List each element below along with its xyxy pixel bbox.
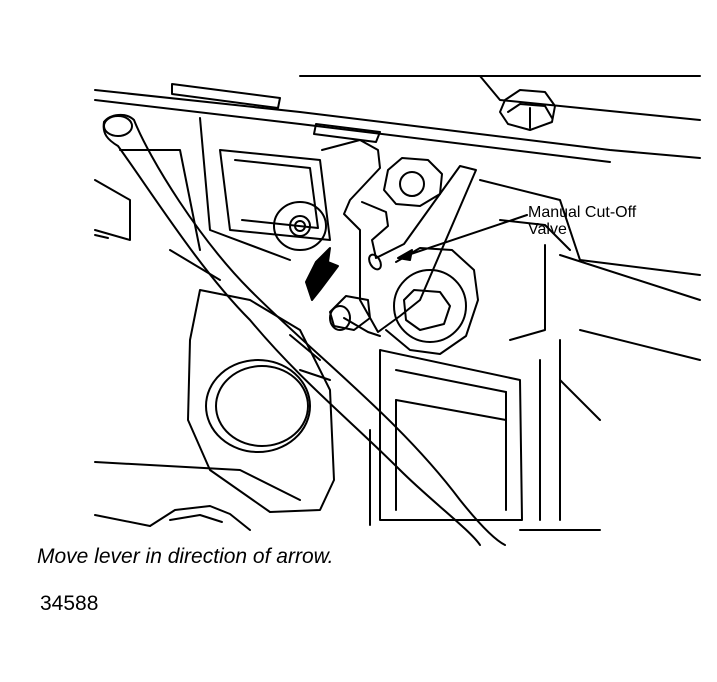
hex-nut-lever	[383, 157, 443, 207]
base-outline	[94, 379, 601, 531]
callout-line-2: Valve	[528, 221, 567, 238]
housing-outline	[94, 75, 701, 361]
valve-boss	[385, 247, 479, 355]
bolt-left	[273, 201, 327, 251]
cut-off-lever	[321, 139, 477, 337]
tube	[102, 114, 506, 546]
lever-pin	[329, 295, 371, 331]
casting-ribs	[369, 339, 561, 526]
figure-number: 34588	[40, 592, 99, 615]
callout-line-1: Manual Cut-Off	[528, 204, 637, 221]
callout-leader	[397, 214, 528, 261]
hex-bolt-top	[499, 89, 556, 131]
callout-label: Manual Cut-Off Valve	[528, 204, 678, 238]
direction-arrow-icon	[305, 247, 339, 301]
figure-caption: Move lever in direction of arrow.	[37, 545, 334, 568]
lever-slot	[368, 253, 382, 271]
lower-bracket	[187, 289, 335, 513]
